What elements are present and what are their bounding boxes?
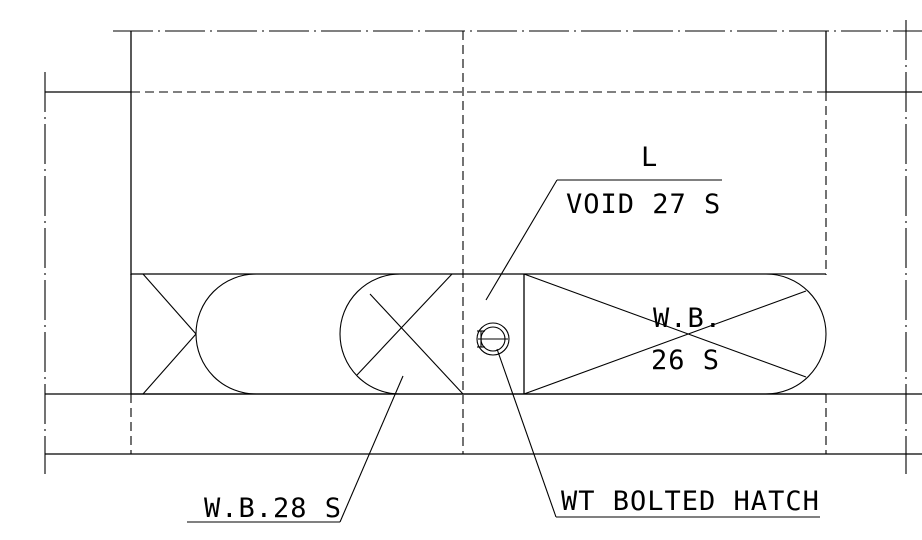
tank-26-label-line1: W.B. [653, 303, 722, 334]
tank-26-label-line2: 26 S [651, 345, 720, 376]
tank-28-right-lens [339, 273, 401, 395]
tank-26-round-end [765, 273, 827, 395]
tank-28-left-cross-a [142, 273, 197, 335]
bolted-hatch-icon [476, 322, 510, 356]
tank-28-right-cross-a [369, 293, 464, 395]
tank-28-label: W.B.28 S [204, 493, 342, 524]
hatch-label: WT BOLTED HATCH [561, 486, 820, 517]
tank-28-left-cross-b [142, 333, 197, 395]
hatch-leader [496, 348, 557, 518]
void-name-label: VOID 27 S [566, 189, 721, 220]
tank-28-right-cross-b [356, 273, 453, 376]
void-leader [485, 179, 558, 301]
tank-28-leader [339, 375, 404, 523]
hull-structure [44, 20, 922, 474]
tank-26-cross-b [523, 290, 807, 395]
tank-26-cross-a [523, 273, 807, 378]
tank-band [130, 273, 827, 395]
tank-28-left-round-end [195, 273, 257, 395]
void-letter-label: L [641, 142, 658, 173]
leader-lines [187, 179, 820, 523]
